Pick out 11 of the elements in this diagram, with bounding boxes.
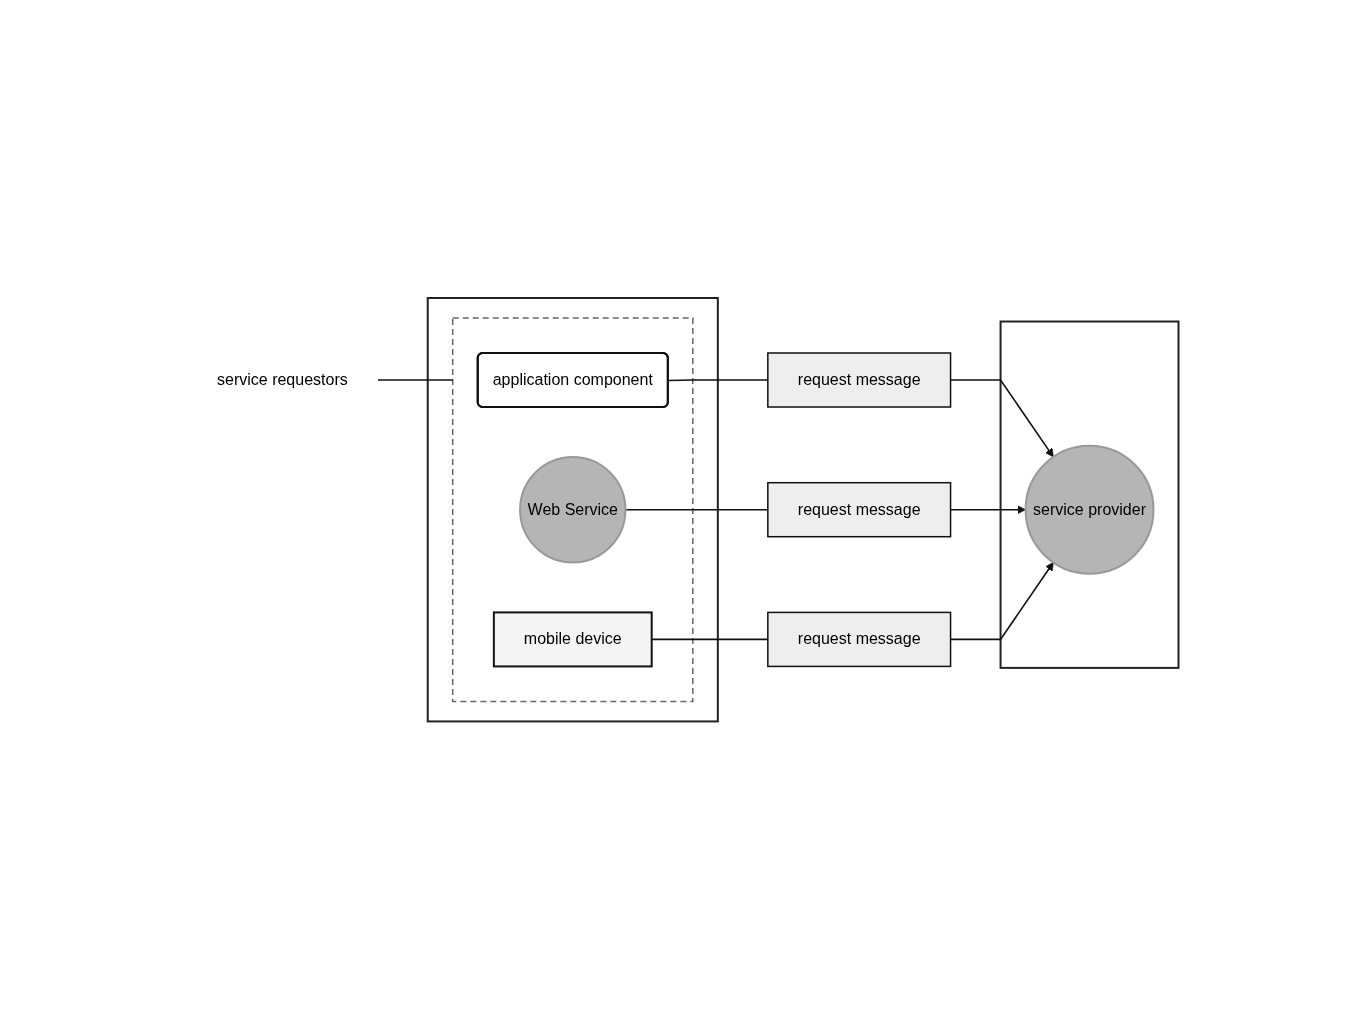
node-circle: Web Service [518, 456, 627, 564]
connector [376, 379, 454, 382]
node-box: request message [766, 352, 952, 409]
node-text: service requestors [216, 371, 348, 389]
cluster [426, 297, 719, 723]
node-circle: service provider [1024, 445, 1155, 575]
cluster [999, 320, 1180, 670]
node-box: request message [766, 611, 952, 668]
cluster [451, 317, 694, 703]
node-box: request message [766, 482, 952, 538]
node-box: mobile device [492, 611, 653, 668]
